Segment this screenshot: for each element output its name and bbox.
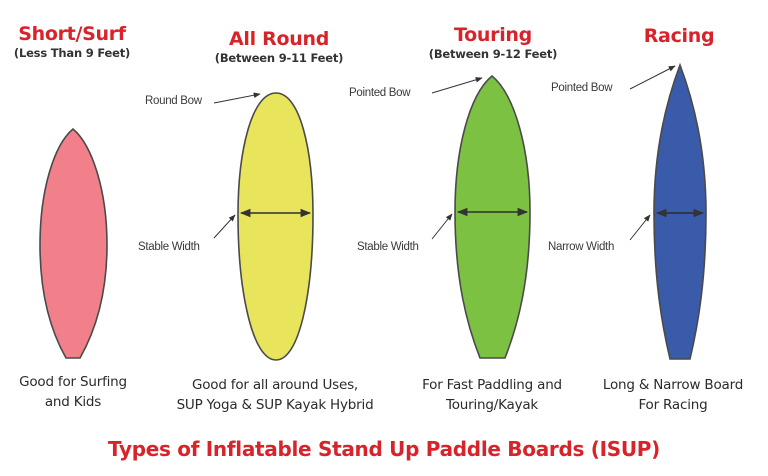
all-round-width-pointer (213, 214, 236, 239)
short-surf-board-shape (39, 127, 108, 359)
racing-description-line2: For Racing (638, 397, 708, 413)
round-bow-pointer (213, 92, 261, 104)
touring-description-line1: For Fast Paddling and (422, 377, 562, 393)
all-round-board-shape (237, 92, 314, 361)
racing-title: Racing (643, 25, 715, 47)
touring-bow-pointer (431, 77, 483, 94)
racing-width-pointer (629, 214, 651, 241)
diagram-caption: Types of Inflatable Stand Up Paddle Boar… (108, 437, 660, 461)
all-round-description-line2: SUP Yoga & SUP Kayak Hybrid (176, 397, 374, 413)
racing-description-line1: Long & Narrow Board (602, 377, 744, 393)
racing-description: Long & Narrow Board For Racing (603, 375, 743, 415)
short-surf-description: Good for Surfing and Kids (19, 372, 127, 412)
short-surf-description-line2: and Kids (44, 394, 102, 410)
all-round-title: All Round (229, 28, 329, 50)
all-round-description-line1: Good for all around Uses, (191, 377, 359, 393)
racing-bow-label: Pointed Bow (551, 82, 613, 94)
touring-board-shape (454, 74, 531, 359)
touring-title: Touring (454, 24, 532, 46)
racing-width-label: Narrow Width (548, 241, 615, 253)
all-round-width-label: Stable Width (138, 241, 200, 253)
touring-bow-label: Pointed Bow (349, 87, 411, 99)
touring-subtitle: (Between 9-12 Feet) (428, 47, 558, 61)
all-round-subtitle: (Between 9-11 Feet) (214, 51, 344, 65)
short-surf-subtitle: (Less Than 9 Feet) (13, 46, 131, 60)
touring-width-label: Stable Width (357, 241, 419, 253)
touring-width-pointer (431, 213, 453, 240)
all-round-description: Good for all around Uses, SUP Yoga & SUP… (177, 375, 374, 415)
short-surf-title: Short/Surf (18, 23, 126, 45)
short-surf-description-line1: Good for Surfing (19, 374, 127, 390)
racing-board-shape (653, 62, 707, 360)
touring-description: For Fast Paddling and Touring/Kayak (422, 375, 562, 415)
racing-bow-pointer (629, 65, 676, 90)
touring-description-line2: Touring/Kayak (445, 397, 539, 413)
round-bow-label: Round Bow (145, 95, 202, 107)
